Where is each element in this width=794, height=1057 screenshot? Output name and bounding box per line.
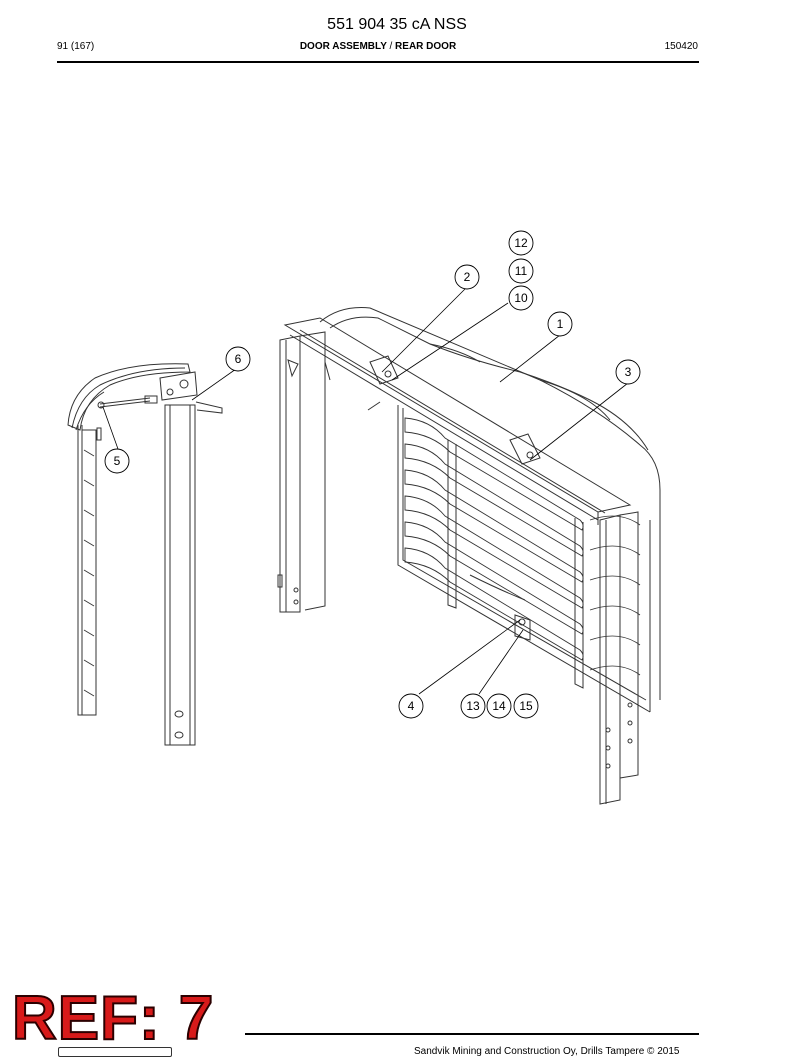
callout-15-label: 15 [519, 699, 533, 713]
footer-rule [245, 1033, 699, 1035]
callout-4: 4 [398, 693, 424, 719]
callout-5-label: 5 [114, 454, 121, 468]
section-title-primary: DOOR ASSEMBLY [299, 41, 387, 52]
section-title: DOOR ASSEMBLY / REAR DOOR [0, 41, 756, 52]
callout-12-label: 12 [514, 236, 528, 250]
callout-3: 3 [615, 359, 641, 385]
header-rule [57, 61, 699, 63]
callout-10: 10 [508, 285, 534, 311]
ref-stamp: REF: 7 [11, 983, 215, 1054]
callout-10-label: 10 [514, 291, 528, 305]
door-side-profile [67, 363, 223, 746]
callout-1: 1 [547, 311, 573, 337]
callout-3-label: 3 [625, 365, 632, 379]
callout-13-label: 13 [466, 699, 480, 713]
section-title-separator: / [389, 41, 393, 52]
callout-2: 2 [454, 264, 480, 290]
callout-14-label: 14 [492, 699, 506, 713]
brand-logo [58, 1047, 172, 1057]
callout-6: 6 [225, 346, 251, 372]
callout-11-label: 11 [515, 264, 528, 278]
callout-6-label: 6 [235, 352, 242, 366]
date-code: 150420 [664, 41, 698, 52]
callout-14: 14 [486, 693, 512, 719]
callout-13: 13 [460, 693, 486, 719]
page-reference: 91 (167) [57, 41, 95, 52]
door-assembly-isometric [277, 307, 661, 805]
callout-11: 11 [508, 258, 534, 284]
callout-4-label: 4 [408, 699, 415, 713]
callout-12: 12 [508, 230, 534, 256]
callouts: 12 11 10 2 1 3 6 5 [104, 230, 641, 719]
leader-lines [102, 286, 629, 695]
document-number: 551 904 35 cA NSS [327, 16, 467, 33]
callout-15: 15 [513, 693, 539, 719]
callout-5: 5 [104, 448, 130, 474]
copyright-notice: Sandvik Mining and Construction Oy, Dril… [414, 1046, 680, 1057]
callout-1-label: 1 [557, 317, 564, 331]
section-title-secondary: REAR DOOR [395, 41, 457, 52]
callout-2-label: 2 [464, 270, 471, 284]
